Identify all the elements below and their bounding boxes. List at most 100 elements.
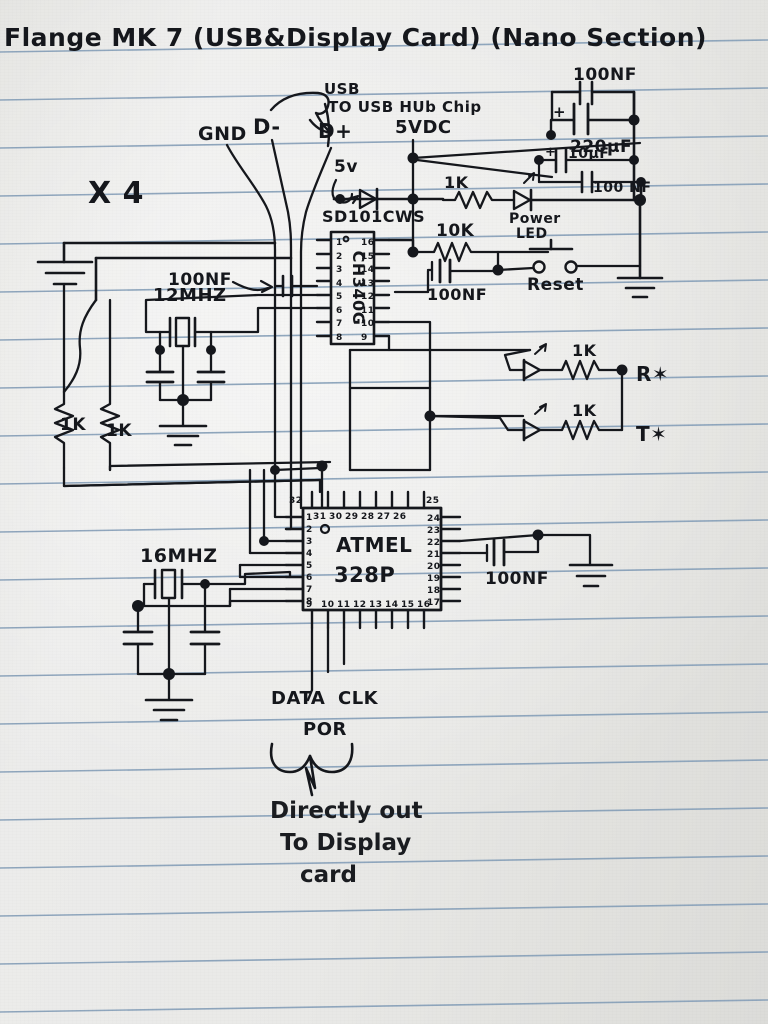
ch340g-pin-10: 10 (361, 319, 375, 329)
ch340g-pin-9: 9 (361, 333, 368, 343)
atmel-pin-32: 32 (289, 496, 303, 506)
label-data: DATA (271, 688, 325, 709)
ch340g-pin-1: 1 (336, 238, 343, 248)
tx-indicator: 1K T✶ (428, 368, 667, 446)
label-10k: 10K (436, 221, 475, 241)
label-cap-plus-10: + (545, 145, 556, 160)
atmel-pin-27: 27 (377, 512, 391, 522)
capacitor-100nf-atmel: 100NF (458, 529, 614, 589)
ch340g-pin-7: 7 (336, 319, 343, 329)
label-1k-top: 1K (444, 173, 469, 192)
atmel-pin-11: 11 (337, 600, 351, 610)
label-gnd: GND (198, 123, 247, 145)
atmel-pin-21: 21 (427, 550, 441, 560)
page-title: Flange MK 7 (USB&Display Card) (Nano Sec… (4, 23, 707, 52)
crystal-12mhz-network: 12MHZ (144, 285, 319, 447)
label-1k-a: 1K (60, 415, 86, 435)
label-sd101cws: SD101CWS (322, 207, 425, 226)
ch340g-pin-14: 14 (361, 265, 375, 275)
note-out-line1: Directly out (270, 798, 423, 824)
usb-wire-bundle (225, 138, 415, 502)
ch340g-pin-8: 8 (336, 333, 343, 343)
label-cap-100nf-top: 100NF (573, 65, 637, 85)
crystal-16mhz-network: 16MHZ (122, 545, 292, 722)
label-1k-b: 1K (106, 421, 132, 441)
label-d-plus: D+ (318, 119, 352, 143)
left-ground-bus (36, 241, 293, 302)
atmel-pin-3: 3 (306, 537, 313, 547)
usb-callout-line2: TO USB HUb Chip (328, 98, 482, 116)
atmel-pin-8: 8 (306, 597, 313, 607)
atmel-pin-18: 18 (427, 586, 441, 596)
label-clk: CLK (338, 688, 379, 709)
label-cap-100nf-bulk: 100 NF (593, 180, 651, 196)
atmel-pin-1: 1 (306, 513, 313, 523)
label-cap-plus-220: + (553, 103, 566, 121)
ch340g-pin-5: 5 (336, 292, 343, 302)
usb-callout-line1: USB (324, 80, 360, 98)
atmel-pin-29: 29 (345, 512, 359, 522)
misc-wire-runs (62, 468, 324, 608)
atmel-pin-12: 12 (353, 600, 367, 610)
ch340g-body-label: CH340G (349, 251, 368, 326)
label-por: POR (303, 719, 347, 740)
capacitor-bank-power: 100NF + 220µF + 10µF (534, 65, 651, 280)
resistor-1k-power-led: 1K (441, 173, 516, 210)
atmel-pin-4: 4 (306, 549, 313, 559)
resistors-1k-left-pair: 1K 1K (53, 282, 332, 488)
atmel-left-wiring (228, 465, 293, 603)
note-out-line3: card (300, 862, 357, 888)
atmel-pin-16: 16 (417, 600, 431, 610)
label-cap-100nf-ch340: 100NF (427, 285, 487, 304)
label-reset: Reset (527, 275, 584, 295)
label-cap-10uf: 10µF (568, 146, 609, 162)
ic-ch340g: 1 2 3 4 5 6 7 8 16 15 14 13 12 11 10 9 C… (315, 230, 391, 346)
ch340g-pin-3: 3 (336, 265, 343, 275)
annotation-x4: X 4 (88, 176, 144, 211)
ground-symbol-right (616, 276, 664, 299)
ch340g-pin-12: 12 (361, 292, 375, 302)
atmel-pin-30: 30 (329, 512, 343, 522)
label-12mhz: 12MHZ (153, 285, 227, 306)
five-volt-rail (407, 141, 642, 205)
label-power-led-1: Power (509, 211, 561, 227)
atmel-pin-19: 19 (427, 574, 441, 584)
mid-routing-bus (273, 320, 532, 502)
atmel-pin-31: 31 (313, 512, 327, 522)
atmel-pin-5: 5 (306, 561, 313, 571)
rx-indicator: 1K R✶ (503, 341, 669, 386)
label-5v: 5v (334, 157, 358, 177)
atmel-pin-20: 20 (427, 562, 441, 572)
label-power-led-2: LED (516, 226, 548, 242)
label-d-minus: D- (253, 115, 281, 139)
atmel-pin-9: 9 (306, 600, 313, 610)
atmel-pin-26: 26 (393, 512, 407, 522)
label-16mhz: 16MHZ (140, 545, 218, 567)
atmel-pin-13: 13 (369, 600, 383, 610)
atmel-pin-28: 28 (361, 512, 375, 522)
atmel-pin-17: 17 (427, 598, 441, 608)
ch340g-pin-2: 2 (336, 252, 343, 262)
ch340g-pin-15: 15 (361, 252, 375, 262)
atmel-pin-22: 22 (427, 538, 441, 548)
usb-callout: USB TO USB HUb Chip (269, 80, 482, 148)
atmel-pin-2: 2 (306, 525, 313, 535)
atmel-pin-10: 10 (321, 600, 335, 610)
wire-ch340-vcc (387, 238, 415, 254)
label-rx: R✶ (636, 362, 669, 386)
ch340g-pin-6: 6 (336, 306, 343, 316)
label-1k-rx: 1K (572, 341, 597, 360)
label-100nf-xtal: 100NF (168, 270, 232, 290)
callout-100nf-xtal: 100NF (168, 270, 319, 298)
label-100nf-atmel: 100NF (485, 569, 549, 589)
atmel-pin-7: 7 (306, 585, 313, 595)
note-out-line2: To Display (280, 830, 411, 856)
atmel-pin-24: 24 (427, 514, 441, 524)
label-5vdc: 5VDC (395, 117, 452, 138)
ch340g-pin-16: 16 (361, 238, 375, 248)
atmel-pin-14: 14 (385, 600, 399, 610)
atmel-pin-25: 25 (426, 496, 440, 506)
atmel-body-line1: ATMEL (336, 533, 412, 557)
